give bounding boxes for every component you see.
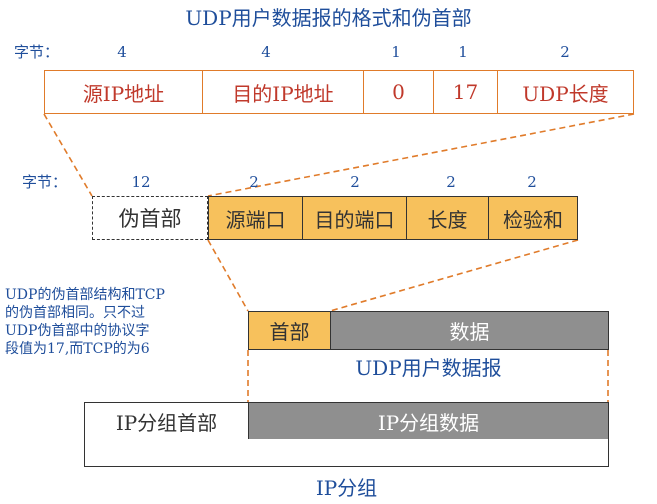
- diagram-title: UDP用户数据报的格式和伪首部: [185, 6, 472, 30]
- byte-count: 2: [350, 173, 360, 191]
- source-ip-field: 源IP地址: [44, 70, 203, 114]
- connector-line: [329, 239, 579, 312]
- length-field: 长度: [406, 196, 489, 240]
- pseudo-header-note: UDP的伪首部结构和TCP 的伪首部相同。只不过 UDP伪首部中的协议字 段值为…: [5, 286, 235, 358]
- connector-line: [43, 113, 93, 197]
- byte-count: 4: [117, 43, 127, 61]
- bytes-label: 字节：: [22, 173, 68, 191]
- source-port-field: 源端口: [208, 196, 303, 240]
- udp-data-block: 数据: [330, 311, 609, 350]
- byte-count: 2: [560, 43, 570, 61]
- protocol-field: 17: [433, 70, 498, 114]
- connector-line: [207, 113, 635, 197]
- note-line: UDP伪首部中的协议字: [5, 323, 150, 339]
- bytes-label: 字节：: [14, 43, 60, 61]
- byte-count: 12: [131, 173, 151, 191]
- ip-packet-label: IP分组: [315, 476, 378, 500]
- connector-line: [207, 239, 249, 312]
- byte-count: 2: [527, 173, 537, 191]
- byte-count: 1: [458, 43, 468, 61]
- ip-header-block: IP分组首部: [84, 402, 249, 440]
- byte-count: 2: [446, 173, 456, 191]
- udp-header-block: 首部: [248, 311, 331, 350]
- note-line: 的伪首部相同。只不过: [5, 305, 145, 321]
- udp-datagram-label: UDP用户数据报: [355, 356, 502, 380]
- byte-count: 1: [391, 43, 401, 61]
- zero-field: 0: [363, 70, 434, 114]
- ip-data-block: IP分组数据: [248, 402, 609, 440]
- note-line: 段值为17,而TCP的为6: [5, 341, 150, 357]
- dest-port-field: 目的端口: [302, 196, 407, 240]
- byte-count: 4: [261, 43, 271, 61]
- pseudo-header-field: 伪首部: [92, 196, 208, 240]
- ip-packet-bracket: [84, 439, 609, 467]
- dest-ip-field: 目的IP地址: [202, 70, 364, 114]
- udp-length-field: UDP长度: [497, 70, 634, 114]
- note-line: UDP的伪首部结构和TCP: [5, 287, 165, 303]
- checksum-field: 检验和: [488, 196, 578, 240]
- byte-count: 2: [249, 173, 259, 191]
